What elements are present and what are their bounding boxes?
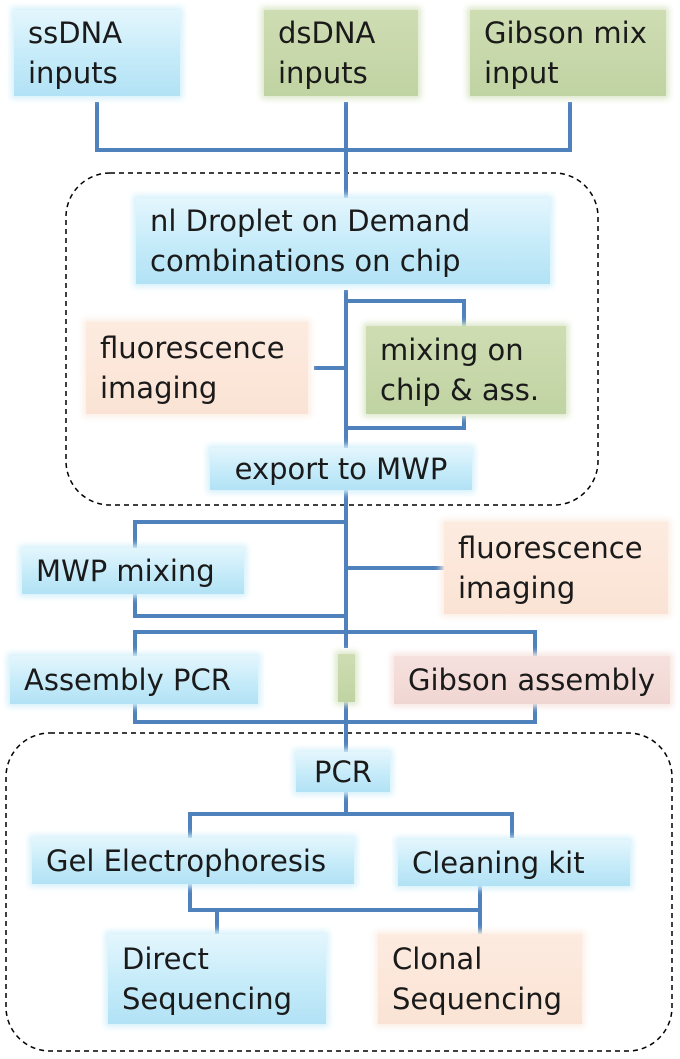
ssdna-inputs-box: ssDNA inputs bbox=[14, 10, 180, 96]
droplet-on-demand-line2: combinations on chip bbox=[150, 244, 461, 278]
fluorescence-imaging-mwp-line2: imaging bbox=[458, 571, 576, 605]
fluorescence-imaging-chip-box: fluorescence imaging bbox=[86, 322, 308, 414]
gibson-assembly-box: Gibson assembly bbox=[394, 656, 670, 704]
droplet-on-demand-box: nl Droplet on Demand combinations on chi… bbox=[136, 198, 550, 284]
fluorescence-imaging-mwp-box: fluorescence imaging bbox=[444, 522, 668, 614]
assembly-junction-marker bbox=[338, 654, 355, 702]
chip-group-outline bbox=[65, 172, 599, 506]
ssdna-inputs-line1: ssDNA bbox=[28, 16, 123, 50]
cleaning-kit-box: Cleaning kit bbox=[398, 840, 630, 886]
mwp-mixing-label: MWP mixing bbox=[36, 554, 215, 588]
pcr-label: PCR bbox=[314, 755, 372, 789]
gibson-mix-input-line1: Gibson mix bbox=[484, 16, 647, 50]
gibson-assembly-label: Gibson assembly bbox=[408, 663, 656, 697]
export-to-mwp-box: export to MWP bbox=[210, 448, 472, 490]
connector-lines bbox=[95, 102, 572, 934]
ssdna-inputs-line2: inputs bbox=[28, 56, 118, 90]
fluorescence-imaging-chip-line2: imaging bbox=[100, 371, 218, 405]
pcr-box: PCR bbox=[296, 752, 390, 792]
clonal-sequencing-line1: Clonal bbox=[392, 942, 483, 976]
fluorescence-imaging-mwp-line1: fluorescence bbox=[458, 531, 643, 565]
clonal-sequencing-box: Clonal Sequencing bbox=[378, 934, 582, 1024]
mixing-on-chip-line1: mixing on bbox=[380, 333, 524, 367]
direct-sequencing-line1: Direct bbox=[122, 942, 209, 976]
assembly-pcr-label: Assembly PCR bbox=[24, 663, 231, 697]
gel-electrophoresis-label: Gel Electrophoresis bbox=[46, 844, 327, 878]
clonal-sequencing-line2: Sequencing bbox=[392, 982, 563, 1016]
export-to-mwp-label: export to MWP bbox=[234, 452, 448, 486]
cleaning-kit-label: Cleaning kit bbox=[412, 846, 585, 880]
gibson-mix-input-line2: input bbox=[484, 56, 559, 90]
gibson-mix-input-box: Gibson mix input bbox=[470, 10, 666, 96]
analysis-group-outline bbox=[5, 732, 673, 1052]
dsdna-inputs-box: dsDNA inputs bbox=[264, 10, 418, 96]
dsdna-inputs-line1: dsDNA bbox=[278, 16, 376, 50]
fluorescence-imaging-chip-line1: fluorescence bbox=[100, 331, 285, 365]
dsdna-inputs-line2: inputs bbox=[278, 56, 368, 90]
direct-sequencing-line2: Sequencing bbox=[122, 982, 293, 1016]
mixing-on-chip-box: mixing on chip & ass. bbox=[366, 326, 566, 414]
gel-electrophoresis-box: Gel Electrophoresis bbox=[32, 838, 354, 884]
droplet-on-demand-line1: nl Droplet on Demand bbox=[150, 204, 471, 238]
direct-sequencing-box: Direct Sequencing bbox=[108, 934, 326, 1024]
mwp-mixing-box: MWP mixing bbox=[22, 548, 244, 594]
mixing-on-chip-line2: chip & ass. bbox=[380, 373, 540, 407]
assembly-pcr-box: Assembly PCR bbox=[10, 656, 258, 704]
